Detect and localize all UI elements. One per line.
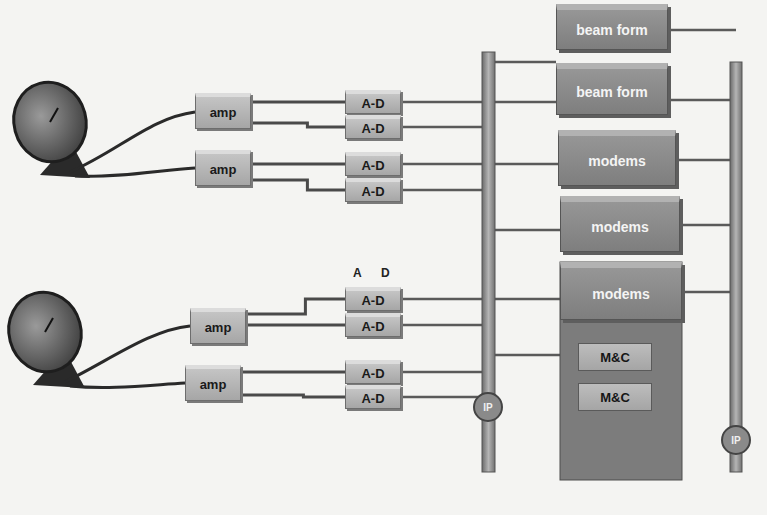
node-label: modems (592, 286, 650, 302)
adc-box: A-D (345, 313, 401, 337)
ip-router: IP (473, 392, 503, 422)
node-label: IP (483, 402, 492, 413)
node-label: amp (205, 320, 232, 335)
modem-box: modems (558, 130, 676, 186)
modem-box: modems (560, 196, 680, 252)
amp-box: amp (190, 308, 246, 344)
amp-box: amp (195, 93, 251, 129)
column-label: D (380, 266, 391, 280)
signal-wire (241, 371, 345, 374)
node-label: A-D (361, 293, 384, 308)
amp-box: amp (185, 365, 241, 401)
adc-box: A-D (345, 178, 401, 202)
node-label: amp (210, 105, 237, 120)
adc-box: A-D (345, 360, 401, 384)
node-label: amp (200, 377, 227, 392)
control-box: M&C (578, 343, 652, 371)
modem-box: modems (560, 262, 682, 320)
node-label: M&C (600, 390, 630, 405)
dish-antenna (0, 284, 190, 388)
signal-wire (251, 163, 345, 166)
node-label: A-D (361, 96, 384, 111)
signal-wire (246, 299, 345, 314)
network-pole (730, 62, 742, 472)
signal-wire (241, 395, 345, 397)
ip-router: IP (721, 425, 751, 455)
adc-box: A-D (345, 90, 401, 114)
signal-wire (251, 101, 345, 104)
signal-wire (251, 180, 345, 190)
node-label: M&C (600, 350, 630, 365)
beamformer-box: beam form (556, 4, 668, 50)
node-label: A-D (361, 391, 384, 406)
node-label: A-D (361, 184, 384, 199)
node-label: A-D (361, 158, 384, 173)
node-label: amp (210, 162, 237, 177)
node-label: modems (591, 219, 649, 235)
node-label: A-D (361, 366, 384, 381)
node-label: beam form (576, 84, 648, 100)
dish-antenna (5, 74, 195, 178)
node-label: IP (731, 435, 740, 446)
node-label: A-D (361, 121, 384, 136)
adc-box: A-D (345, 152, 401, 176)
adc-box: A-D (345, 115, 401, 139)
adc-box: A-D (345, 385, 401, 409)
amp-box: amp (195, 150, 251, 186)
beamformer-box: beam form (556, 63, 668, 115)
signal-wire (251, 123, 345, 127)
rack-block (560, 262, 682, 480)
signal-wire (246, 324, 345, 327)
node-label: A-D (361, 319, 384, 334)
column-label: A (352, 266, 363, 280)
node-label: modems (588, 153, 646, 169)
adc-box: A-D (345, 287, 401, 311)
control-box: M&C (578, 383, 652, 411)
node-label: beam form (576, 22, 648, 38)
